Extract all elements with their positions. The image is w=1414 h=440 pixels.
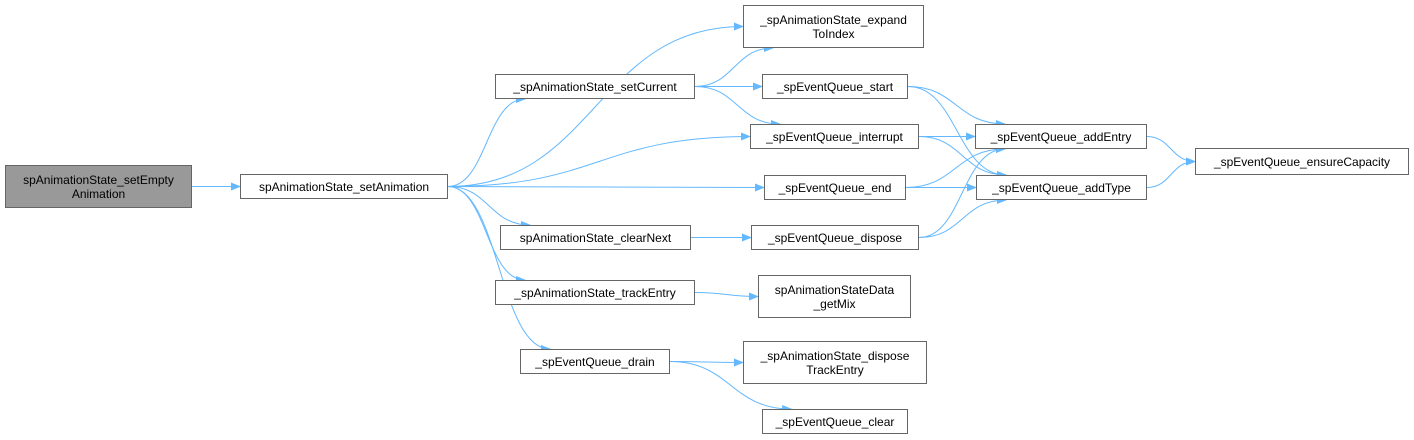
node-trackEntry[interactable]: _spAnimationState_trackEntry <box>495 280 695 305</box>
edge-setCurrent-to-interrupt <box>694 86 781 128</box>
edge-setAnimation-to-drain <box>447 186 551 353</box>
edge-setAnimation-to-setCurrent <box>447 95 526 187</box>
node-label-line: spAnimationState_setAnimation <box>258 179 430 194</box>
node-label-line: _spEventQueue_interrupt <box>766 129 903 144</box>
node-disposeTrackEntry[interactable]: _spAnimationState_dispose TrackEntry <box>743 341 927 384</box>
node-end[interactable]: _spEventQueue_end <box>764 175 906 200</box>
node-label-line: _spEventQueue_clear <box>775 414 895 429</box>
node-addEntry[interactable]: _spEventQueue_addEntry <box>975 124 1147 149</box>
edge-addType-to-ensureCapacity <box>1146 157 1196 188</box>
edge-setCurrent-to-expandToIndex <box>694 44 774 87</box>
node-label-line: _spEventQueue_dispose <box>767 230 903 245</box>
node-interrupt[interactable]: _spEventQueue_interrupt <box>750 124 919 149</box>
node-clear[interactable]: _spEventQueue_clear <box>762 409 908 434</box>
node-label-line: _spAnimationState_expand <box>760 12 907 27</box>
edge-dispose-to-addEntry <box>918 145 1006 238</box>
node-label-line: _spEventQueue_addType <box>992 180 1131 195</box>
edge-interrupt-to-addType <box>918 136 1007 179</box>
node-label-line: TrackEntry <box>806 362 864 377</box>
node-label-line: _spAnimationState_dispose <box>760 348 910 363</box>
edge-trackEntry-to-getMix <box>694 292 759 301</box>
node-label-line: spAnimationStateData <box>774 282 895 297</box>
node-label-line: _spAnimationState_setCurrent <box>513 79 677 94</box>
edge-addEntry-to-ensureCapacity <box>1146 136 1196 166</box>
edge-drain-to-clear <box>669 361 793 413</box>
node-root-setEmptyAnimation: spAnimationState_setEmpty Animation <box>5 165 192 208</box>
node-label-line: _spEventQueue_addEntry <box>990 129 1132 144</box>
node-label-line: ToIndex <box>812 26 855 41</box>
edge-setAnimation-to-clearNext <box>447 186 531 229</box>
node-drain[interactable]: _spEventQueue_drain <box>520 349 670 374</box>
node-label-line: _spEventQueue_drain <box>535 354 655 369</box>
node-label-line: spAnimationState_setEmpty <box>23 172 174 187</box>
node-addType[interactable]: _spEventQueue_addType <box>976 175 1147 200</box>
node-clearNext[interactable]: spAnimationState_clearNext <box>500 225 691 250</box>
node-label-line: _spEventQueue_start <box>776 79 894 94</box>
node-label-line: _spEventQueue_ensureCapacity <box>1213 154 1391 169</box>
node-dispose[interactable]: _spEventQueue_dispose <box>751 225 919 250</box>
edge-end-to-addEntry <box>905 145 1006 188</box>
node-label-line: _getMix <box>813 296 856 311</box>
node-expandToIndex[interactable]: _spAnimationState_expand ToIndex <box>743 5 924 48</box>
node-setAnimation[interactable]: spAnimationState_setAnimation <box>240 174 448 199</box>
node-label-line: Animation <box>71 186 126 201</box>
node-getMix[interactable]: spAnimationStateData _getMix <box>758 275 911 318</box>
edge-dispose-to-addType <box>918 196 1007 238</box>
node-label-line: spAnimationState_clearNext <box>519 230 672 245</box>
edge-start-to-addType <box>907 86 1007 179</box>
node-setCurrent[interactable]: _spAnimationState_setCurrent <box>495 74 695 99</box>
edge-setAnimation-to-end <box>447 183 765 192</box>
edge-setAnimation-to-expandToIndex <box>447 22 744 187</box>
edge-setAnimation-to-interrupt <box>447 132 751 187</box>
node-ensureCapacity[interactable]: _spEventQueue_ensureCapacity <box>1195 148 1409 175</box>
edge-start-to-addEntry <box>907 86 1006 128</box>
node-label-line: _spAnimationState_trackEntry <box>514 285 676 300</box>
node-start[interactable]: _spEventQueue_start <box>762 74 908 99</box>
node-label-line: _spEventQueue_end <box>778 180 892 195</box>
